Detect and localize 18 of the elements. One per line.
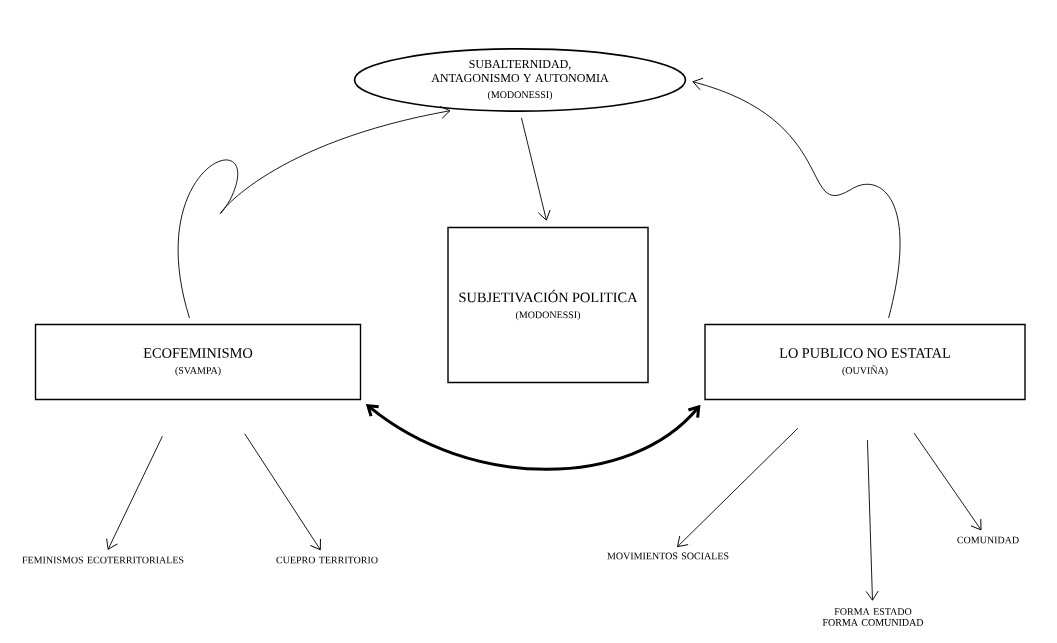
arrow <box>177 105 451 319</box>
arrow <box>106 435 163 550</box>
concept-text: COMUNIDAD <box>957 536 1019 544</box>
concept-text: FEMINISMOS ECOTERRITORIALES <box>22 556 184 564</box>
concept-text: MOVIMIENTOS SOCIALES <box>607 552 729 560</box>
arrow <box>520 117 551 221</box>
concept-box: SUBJETIVACIÓN POLITICA (MODONESSI) <box>447 226 649 384</box>
arrow <box>865 439 879 601</box>
arrow <box>913 432 982 531</box>
arrow <box>244 433 321 551</box>
arrow <box>365 404 701 471</box>
arrow <box>677 427 799 548</box>
concept-box: ECOFEMINISMO (SVAMPA) <box>34 323 362 401</box>
arrow <box>692 77 901 319</box>
concept-box: LO PUBLICO NO ESTATAL (OUVIÑA) <box>704 323 1026 401</box>
ellipse-node: SUBALTERNIDAD, ANTAGONISMO Y AUTONOMIA (MODONESSI) <box>353 48 687 112</box>
concept-text: CUEPRO TERRITORIO <box>276 556 378 564</box>
concept-text: FORMA ESTADO FORMA COMUNIDAD <box>822 608 924 626</box>
